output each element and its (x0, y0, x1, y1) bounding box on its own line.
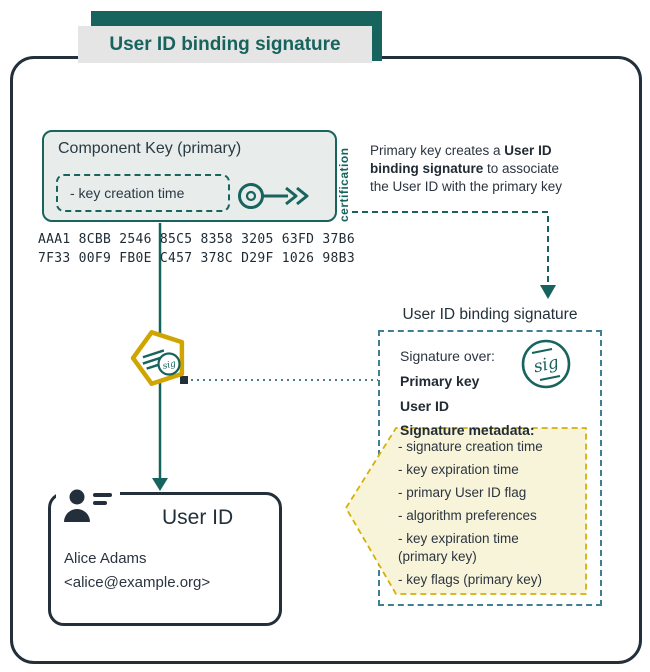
key-creation-time-label: - key creation time (70, 185, 185, 201)
fingerprint-line: 7F33 00F9 FB0E C457 378C D29F 1026 98B3 (38, 251, 355, 266)
signature-over-user-id: User ID (400, 398, 450, 414)
annotation-bold: User ID binding signature (370, 143, 552, 177)
metadata-item: - key flags (primary key) (398, 572, 543, 588)
key-fingerprint: AAA1 8CBB 2546 85C5 8358 3205 63FD 37B6 … (38, 230, 355, 268)
user-id-title: User ID (162, 506, 234, 529)
key-creation-time-field: - key creation time (56, 174, 230, 212)
sig-seal-icon: sig (521, 339, 571, 389)
metadata-bubble (345, 427, 587, 595)
metadata-item: - key expiration time (primary key) (398, 530, 519, 565)
certification-label: certification (337, 147, 351, 222)
signature-over-label: Signature over: (400, 348, 495, 364)
metadata-item: - key expiration time (398, 461, 519, 477)
badge-sig-label: sig (162, 359, 178, 372)
binding-signature-title: User ID binding signature (402, 306, 578, 323)
annotation-text: Primary key creates a User ID binding si… (370, 142, 568, 196)
signature-metadata-label: Signature metadata: (400, 422, 535, 438)
title-banner: User ID binding signature (78, 26, 372, 63)
page-title: User ID binding signature (109, 33, 341, 55)
user-email: <alice@example.org> (64, 574, 211, 591)
user-name: Alice Adams (64, 550, 147, 567)
component-key-title: Component Key (primary) (58, 140, 242, 157)
signature-badge-icon: sig (130, 330, 185, 386)
id-card-icon (56, 484, 120, 533)
metadata-item: - algorithm preferences (398, 507, 537, 523)
component-key-box (42, 130, 337, 222)
annotation-post: to associate the User ID with the primar… (370, 161, 563, 195)
key-icon (238, 183, 309, 209)
metadata-item: - signature creation time (398, 439, 543, 454)
signature-over-primary-key: Primary key (400, 373, 480, 389)
annotation-pre: Primary key creates a (370, 143, 505, 158)
fingerprint-line: AAA1 8CBB 2546 85C5 8358 3205 63FD 37B6 (38, 232, 355, 247)
metadata-item: - primary User ID flag (398, 484, 527, 500)
metadata-list: - signature creation time - key expirati… (398, 438, 598, 594)
